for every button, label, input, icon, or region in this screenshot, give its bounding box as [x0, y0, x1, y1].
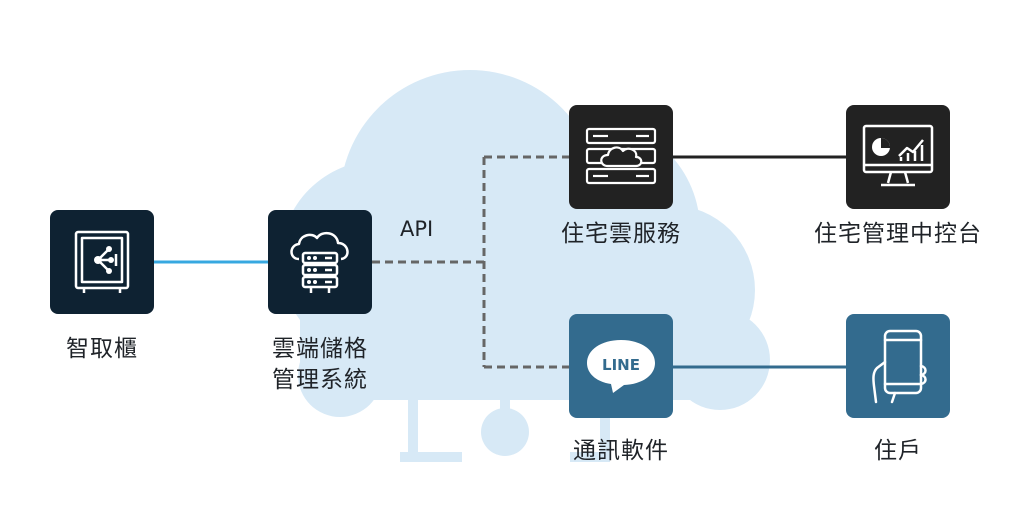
resident-node[interactable] — [846, 314, 950, 418]
line-logo-text: LINE — [602, 356, 640, 374]
monitor-dashboard-icon — [862, 124, 934, 187]
cloud-storage-label-line2: 管理系統 — [272, 367, 368, 393]
smart-locker-node[interactable] — [50, 210, 154, 314]
cloud-server-icon — [290, 231, 349, 293]
management-console-node[interactable] — [846, 105, 950, 209]
cloud-storage-label: 雲端儲格 管理系統 — [240, 334, 400, 396]
api-connector — [372, 155, 569, 369]
cloud-storage-label-line1: 雲端儲格 — [272, 336, 368, 362]
residential-cloud-node[interactable] — [569, 105, 673, 209]
smart-locker-label: 智取櫃 — [66, 336, 138, 362]
management-console-label: 住宅管理中控台 — [814, 221, 982, 247]
messaging-app-node[interactable]: LINE — [569, 314, 673, 418]
line-app-icon: LINE — [587, 340, 655, 393]
hand-phone-icon — [872, 329, 927, 404]
messaging-app-label: 通訊軟件 — [573, 438, 669, 464]
cloud-storage-node[interactable] — [268, 210, 372, 314]
resident-label: 住戶 — [874, 438, 922, 464]
residential-cloud-label: 住宅雲服務 — [561, 221, 681, 247]
api-label: API — [400, 217, 434, 241]
server-rack-cloud-icon — [585, 127, 657, 185]
safe-box-icon — [74, 230, 130, 293]
